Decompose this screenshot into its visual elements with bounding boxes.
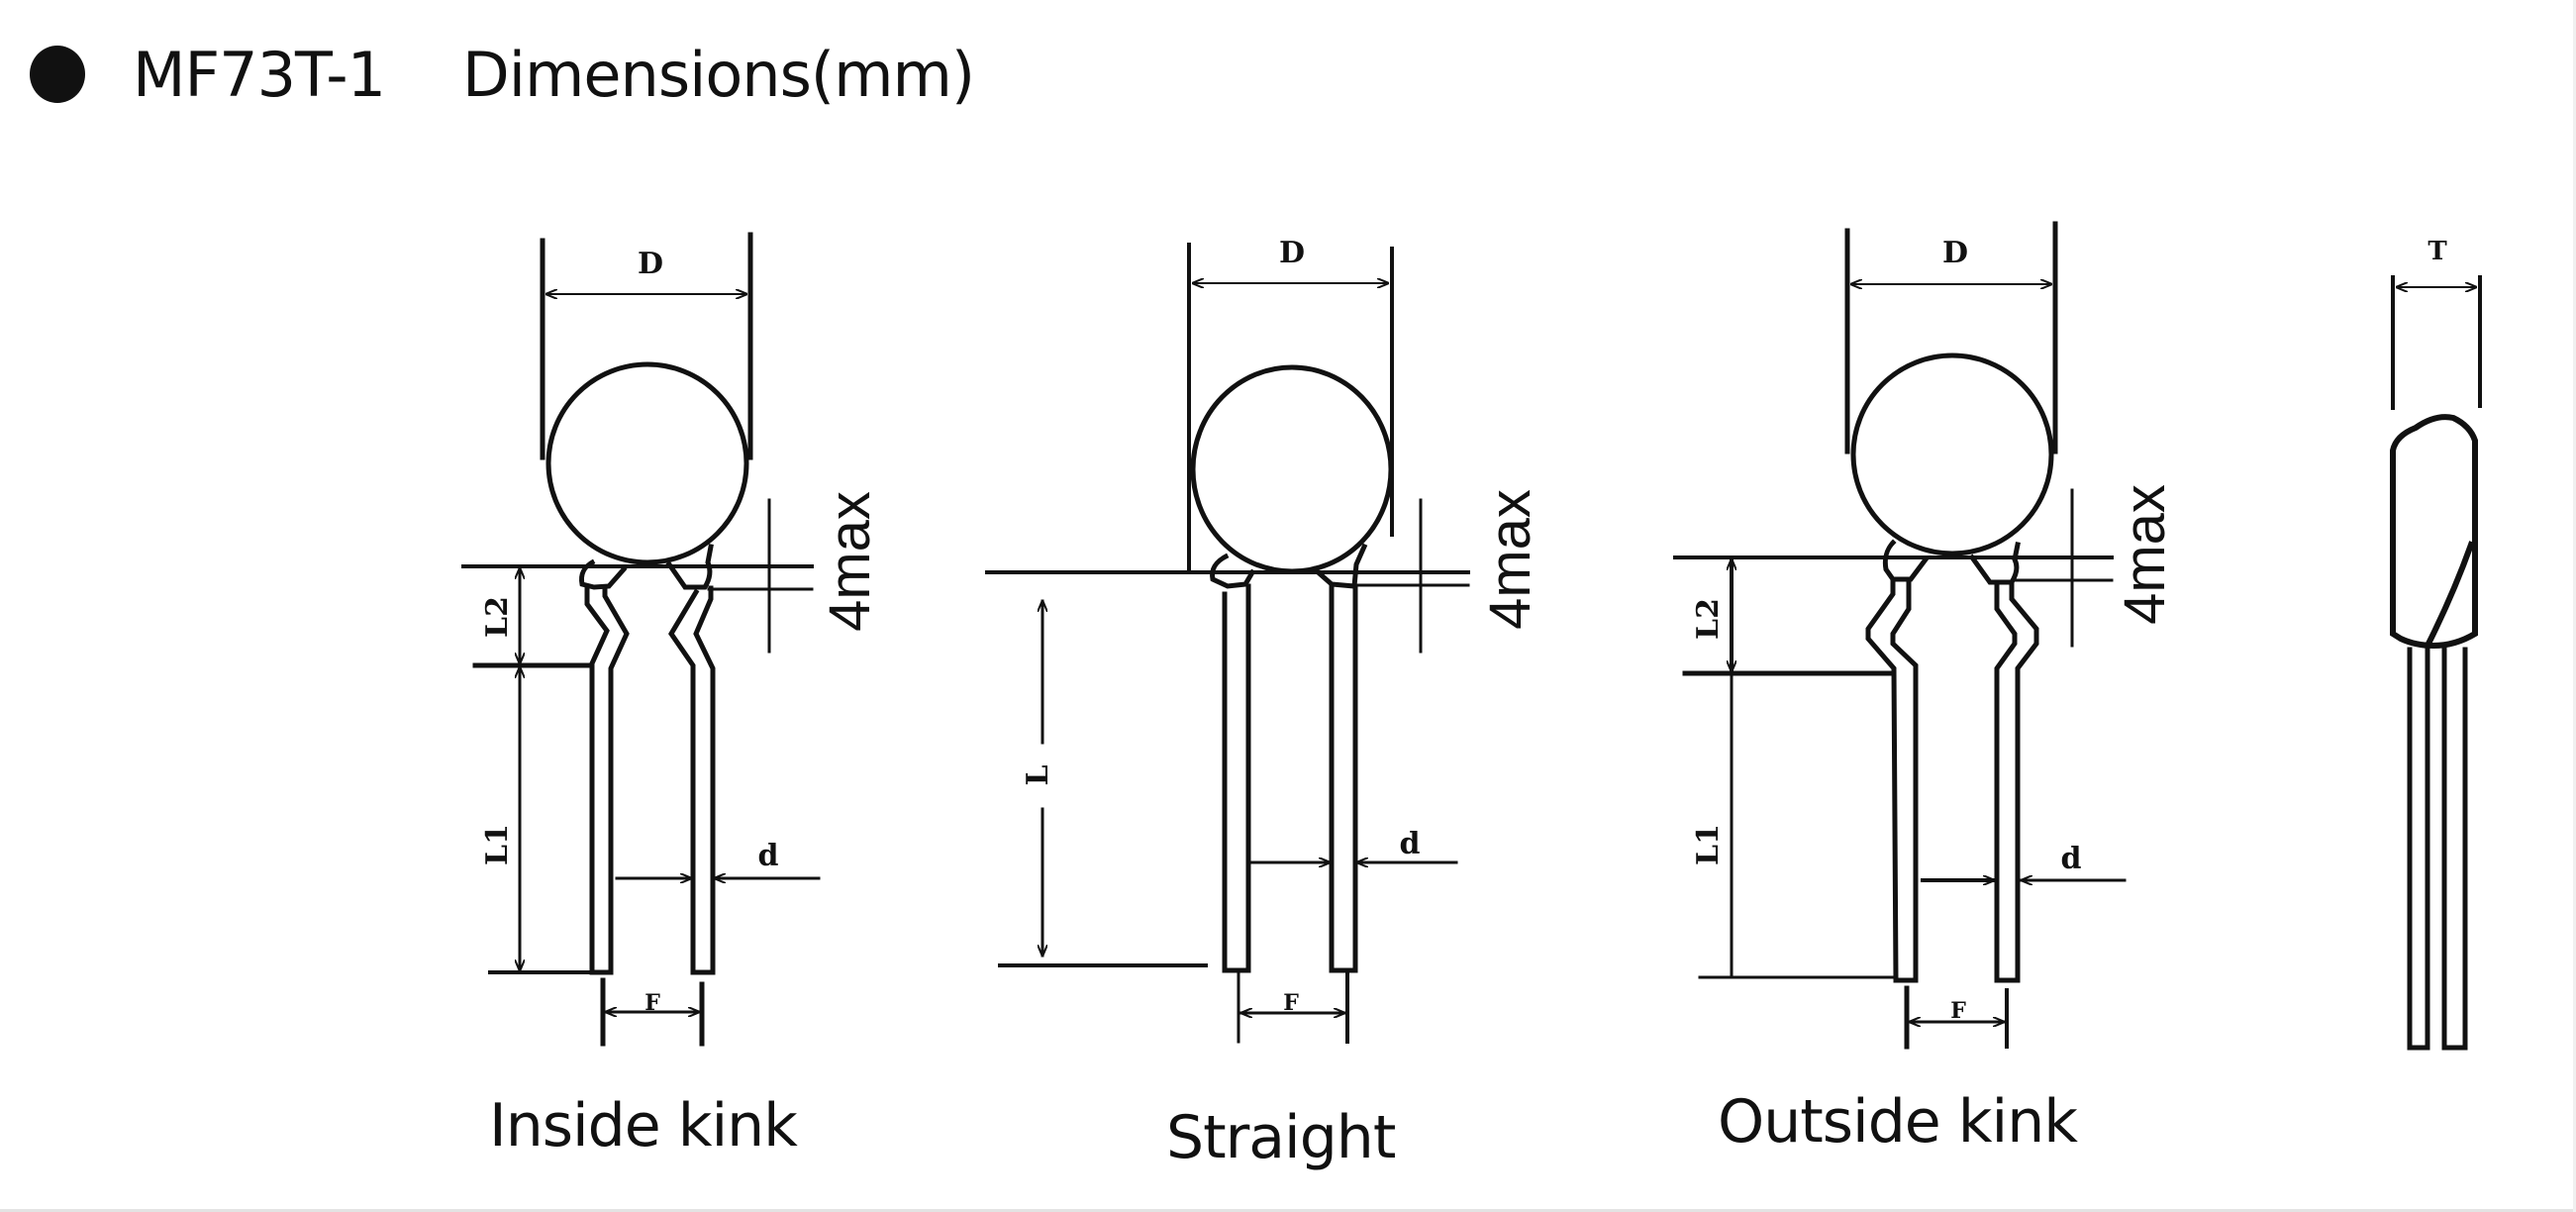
caption-outside-kink: Outside kink xyxy=(1718,1087,2078,1157)
lead-left xyxy=(1222,583,1251,973)
label-F: F xyxy=(644,990,660,1016)
caption-inside-kink: Inside kink xyxy=(489,1091,798,1161)
side-lead-left xyxy=(2407,647,2430,1051)
title-dimensions: Dimensions(mm) xyxy=(462,38,975,111)
lead-right xyxy=(1329,583,1358,973)
label-D: D xyxy=(638,247,663,281)
lead-right xyxy=(1994,581,2039,983)
thermistor-disc xyxy=(545,361,749,565)
model-name: MF73T-1 xyxy=(133,38,386,111)
coating-right xyxy=(665,544,714,590)
label-F: F xyxy=(1283,990,1299,1016)
view-straight: D 4max L d F xyxy=(985,236,1542,1044)
page-title: MF73T-1 Dimensions(mm) xyxy=(30,30,975,119)
view-side: T xyxy=(2390,237,2482,1051)
label-F: F xyxy=(1950,998,1966,1024)
label-T: T xyxy=(2427,237,2447,266)
lead-right xyxy=(668,585,716,975)
lead-left xyxy=(1865,577,1919,983)
lead-left xyxy=(584,585,630,975)
label-L1: L1 xyxy=(480,824,515,865)
side-lead-right xyxy=(2441,647,2468,1051)
thermistor-body-side xyxy=(2390,414,2478,650)
bullet-icon xyxy=(30,46,85,103)
coating-left xyxy=(1882,539,1930,582)
label-4max: 4max xyxy=(2113,484,2177,625)
label-4max: 4max xyxy=(1478,489,1542,630)
right-border xyxy=(2573,0,2576,1212)
body-edge-curve xyxy=(2424,541,2475,649)
view-outside-kink: D 4max L2 L1 d F xyxy=(1673,221,2177,1050)
label-d: d xyxy=(1400,827,1421,861)
thermistor-disc xyxy=(1190,364,1394,574)
view-inside-kink: D 4max L2 L1 d F xyxy=(461,232,882,1047)
label-L2: L2 xyxy=(480,596,515,638)
label-d: d xyxy=(2061,842,2082,876)
caption-straight: Straight xyxy=(1166,1103,1396,1172)
label-d: d xyxy=(758,839,779,873)
thermistor-disc xyxy=(1850,353,2054,556)
label-L1: L1 xyxy=(1691,824,1726,865)
label-L2: L2 xyxy=(1691,598,1726,640)
bottom-border xyxy=(0,1209,2576,1212)
label-D: D xyxy=(1279,236,1305,270)
label-D: D xyxy=(1942,236,1968,270)
label-L: L xyxy=(1021,764,1055,785)
label-4max: 4max xyxy=(818,491,882,632)
